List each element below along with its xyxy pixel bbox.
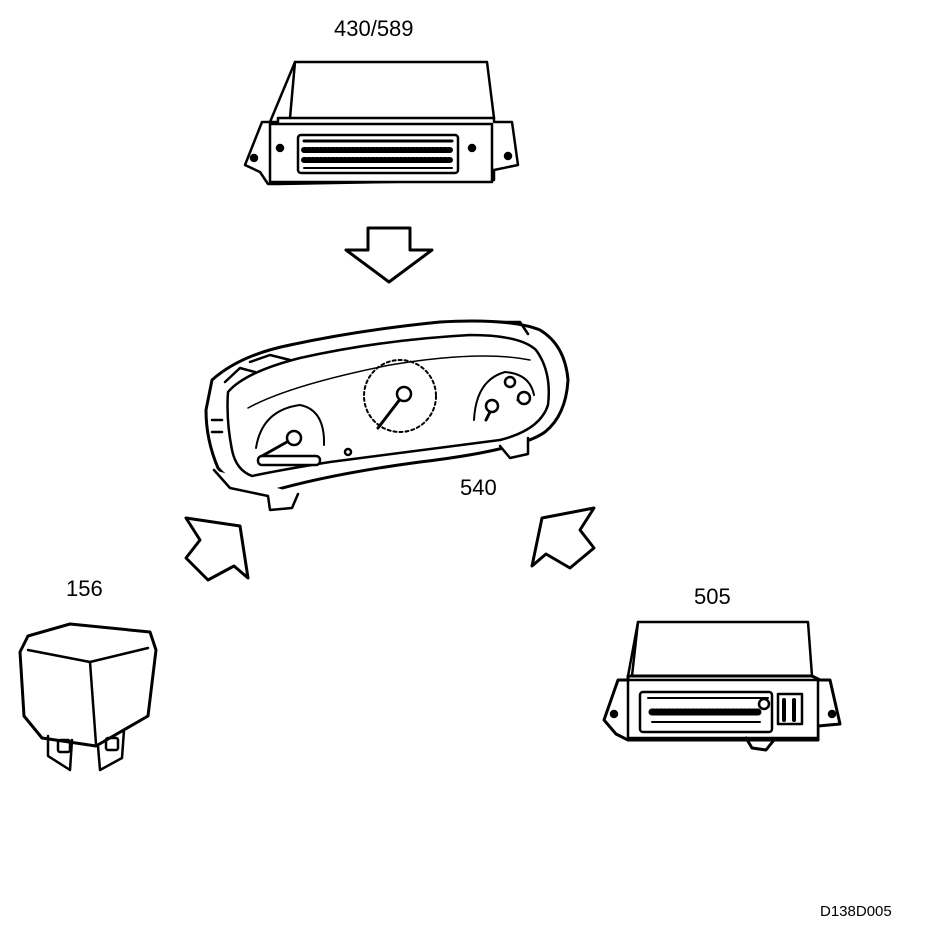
arrow-up-right bbox=[184, 516, 250, 582]
label-relay: 156 bbox=[66, 576, 103, 601]
arrow-up-left bbox=[530, 506, 596, 570]
figure-code: D138D005 bbox=[820, 903, 892, 920]
relay bbox=[18, 622, 158, 772]
instrument-cluster bbox=[204, 319, 570, 512]
control-module-right bbox=[602, 620, 842, 752]
control-module-top bbox=[243, 60, 520, 186]
arrow-down bbox=[344, 226, 434, 284]
label-instrument-cluster: 540 bbox=[460, 475, 497, 500]
label-control-module-right: 505 bbox=[694, 584, 731, 609]
label-control-module-top: 430/589 bbox=[334, 16, 414, 41]
